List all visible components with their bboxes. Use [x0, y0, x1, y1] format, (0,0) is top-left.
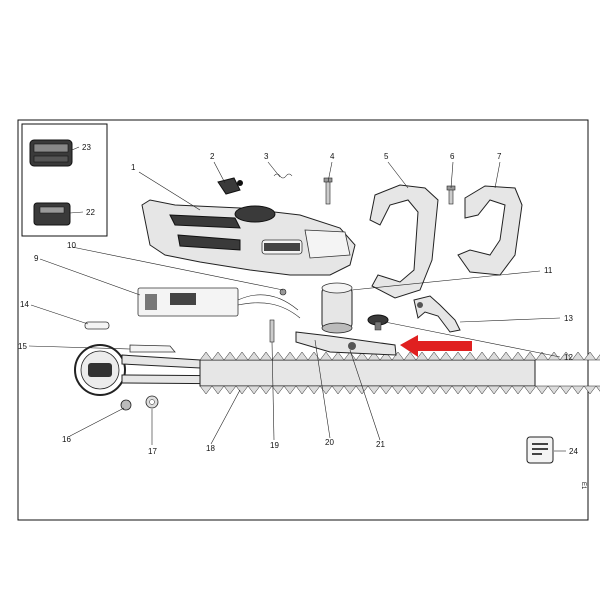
callout-14: 14	[20, 300, 29, 309]
motor-part	[321, 282, 353, 334]
callout-24: 24	[569, 447, 578, 456]
callout-19: 19	[270, 441, 279, 450]
callout-23: 23	[82, 143, 91, 152]
callout-4: 4	[330, 152, 335, 161]
callout-11: 11	[544, 266, 553, 275]
washer-part	[145, 395, 159, 409]
charger-part	[29, 139, 73, 167]
callout-16: 16	[62, 435, 71, 444]
screw-part-10	[279, 288, 287, 296]
screw-part-6	[446, 185, 456, 205]
bracket-part	[413, 295, 461, 333]
callout-15: 15	[18, 342, 27, 351]
callout-21: 21	[376, 440, 385, 449]
callout-7: 7	[497, 152, 502, 161]
callout-6: 6	[450, 152, 455, 161]
nut-part	[120, 399, 132, 411]
pin-part	[269, 319, 275, 343]
spring-part	[273, 173, 293, 179]
callout-2: 2	[210, 152, 215, 161]
diagram-frame	[17, 119, 589, 521]
callout-17: 17	[148, 447, 157, 456]
gear-part	[367, 314, 389, 331]
callout-13: 13	[564, 314, 573, 323]
callout-10: 10	[67, 241, 76, 250]
callout-3: 3	[264, 152, 269, 161]
callout-18: 18	[206, 444, 215, 453]
circuit-board-part	[137, 287, 301, 319]
battery-part	[33, 202, 71, 226]
callout-22: 22	[86, 208, 95, 217]
switch-button-part	[217, 177, 243, 195]
plate-part	[84, 321, 110, 330]
handle-cover-part	[457, 185, 523, 276]
callout-1: 1	[131, 163, 136, 172]
main-housing-part	[141, 199, 356, 276]
callout-12: 12	[564, 353, 573, 362]
front-handle-part	[369, 184, 439, 299]
leader-lines	[28, 146, 566, 452]
gearbox-plate-part	[295, 331, 397, 356]
blade-teeth-part	[199, 351, 600, 395]
callout-20: 20	[325, 438, 334, 447]
manual-icon	[526, 436, 554, 464]
callout-9: 9	[34, 254, 39, 263]
page-code: E1	[580, 482, 586, 490]
callout-labels: 23 22 1 2 3 4 5 6 7 10 9 11 14 13 15 12 …	[18, 143, 586, 490]
callout-5: 5	[384, 152, 389, 161]
accessory-inset-box	[21, 123, 108, 237]
highlight-arrow	[400, 335, 472, 357]
